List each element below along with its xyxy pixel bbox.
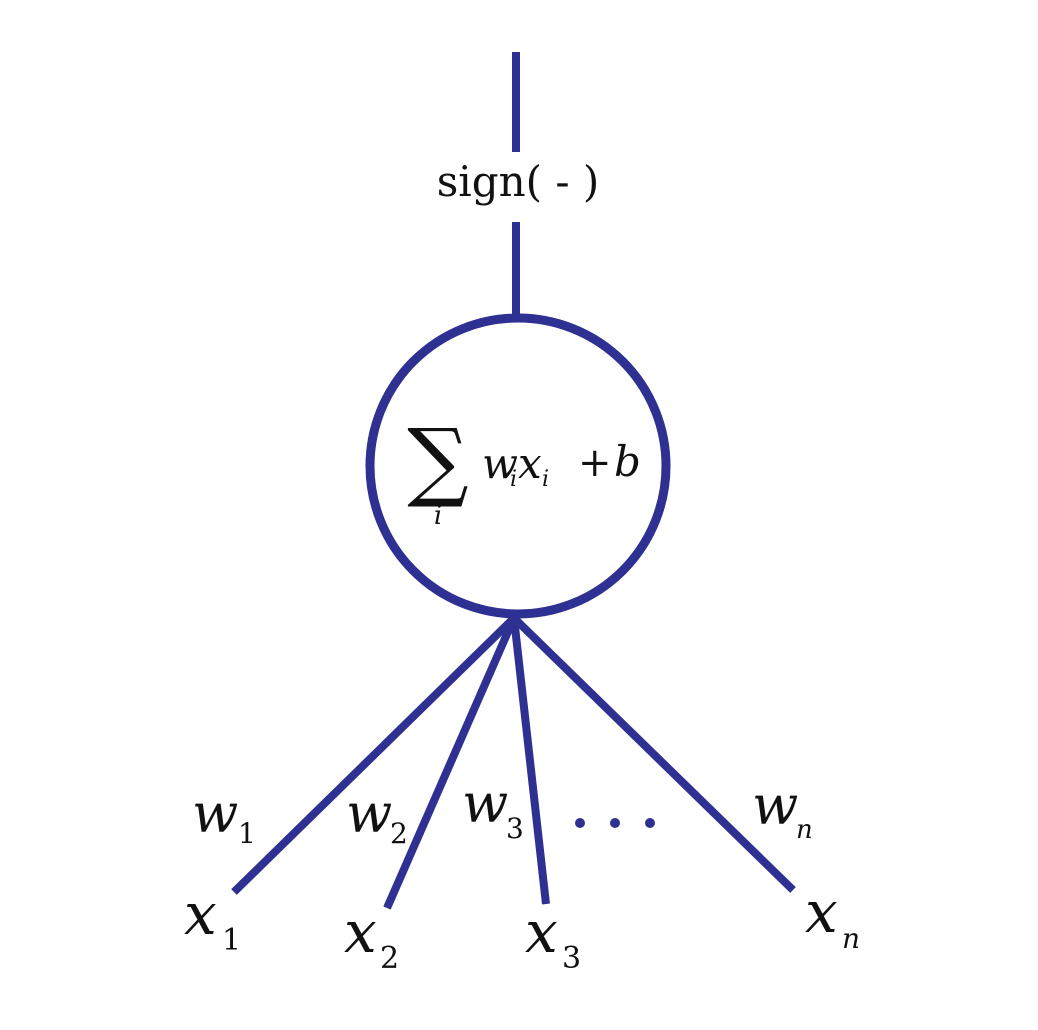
input-label-n-sub: n — [842, 922, 860, 955]
plus-sign: + — [578, 440, 612, 486]
input-label-1-sub: 1 — [222, 923, 241, 958]
bias-term: b — [614, 437, 641, 486]
activation-label: sign( - ) — [437, 157, 600, 206]
term-w: w — [482, 439, 518, 488]
input-label-3-sub: 3 — [562, 941, 581, 976]
weight-labels: w 1 w 2 w 3 w n — [192, 772, 813, 850]
input-label-3: x — [525, 898, 558, 966]
input-label-2-sub: 2 — [380, 941, 399, 976]
neuron-circle — [365, 313, 671, 619]
weight-label-3-sub: 3 — [506, 812, 524, 845]
term-x-sub: i — [542, 467, 549, 492]
ellipsis-dot-2 — [610, 818, 620, 828]
weight-label-2-sub: 2 — [390, 817, 408, 850]
weight-label-n: w — [752, 774, 798, 837]
input-line-2 — [383, 616, 518, 910]
sum-index: i — [434, 501, 442, 531]
input-label-2: x — [344, 898, 377, 966]
weight-label-2: w — [346, 782, 392, 845]
weight-label-n-sub: n — [796, 815, 813, 845]
input-line-n — [511, 615, 796, 893]
term-w-sub: i — [510, 467, 517, 492]
ellipsis-dot-1 — [575, 818, 585, 828]
ellipsis-dot-3 — [645, 818, 655, 828]
input-line-1 — [231, 615, 517, 895]
input-label-1: x — [184, 880, 217, 948]
input-line-3 — [510, 617, 550, 905]
term-x: x — [518, 439, 542, 488]
weight-label-3: w — [462, 772, 508, 835]
input-labels: x 1 x 2 x 3 x n — [184, 878, 860, 976]
weight-label-1: w — [192, 782, 238, 845]
neuron-formula: ∑ i w i x i + b — [407, 411, 641, 531]
weight-label-1-sub: 1 — [238, 817, 256, 850]
input-label-n: x — [805, 878, 838, 946]
input-connections — [231, 615, 796, 910]
sum-symbol: ∑ — [407, 411, 468, 511]
ellipsis — [575, 818, 655, 828]
